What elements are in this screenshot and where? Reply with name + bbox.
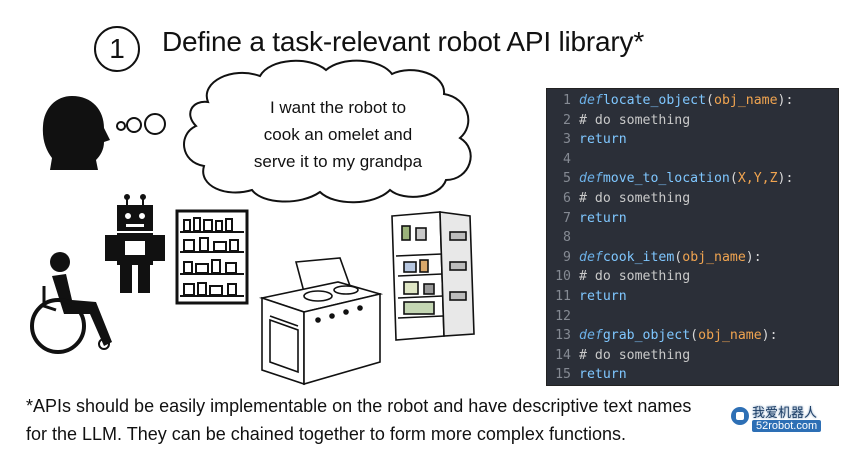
code-line: 2 # do something: [547, 111, 838, 131]
code-line: 7 return: [547, 209, 838, 229]
watermark-url: 52robot.com: [752, 420, 822, 432]
pantry-shelf-icon: [175, 209, 249, 305]
footnote-line: for the LLM. They can be chained togethe…: [26, 424, 626, 444]
function-params: X,Y,Z: [737, 171, 778, 187]
line-number: 8: [563, 230, 571, 246]
code-line: 3 return: [547, 130, 838, 150]
code-line: 4: [547, 150, 838, 170]
code-comment: # do something: [579, 190, 691, 206]
colon: :: [769, 328, 778, 344]
code-line: 14 # do something: [547, 346, 838, 366]
return-keyword: return: [579, 210, 627, 226]
return-keyword: return: [579, 367, 627, 383]
speech-line: I want the robot to: [269, 98, 407, 117]
keyword: def: [579, 328, 603, 344]
refrigerator-icon: [391, 211, 475, 341]
watermark-text: 我爱机器人: [752, 405, 818, 420]
slide-title: Define a task-relevant robot API library…: [162, 26, 645, 57]
stove-oven-icon: [258, 257, 384, 386]
code-comment: # do something: [579, 347, 691, 363]
wheelchair-user-icon: [30, 252, 112, 354]
colon: :: [753, 249, 762, 265]
line-number: 10: [555, 269, 571, 285]
code-line: 8: [547, 228, 838, 248]
speech-line: serve it to my grandpa: [253, 152, 423, 171]
line-number: 3: [563, 132, 571, 148]
line-number: 2: [563, 112, 571, 128]
return-keyword: return: [579, 132, 627, 148]
footnote-line: *APIs should be easily implementable on …: [26, 396, 692, 416]
code-line: 6 # do something: [547, 189, 838, 209]
person-head-icon: [42, 96, 110, 170]
code-line: 11 return: [547, 287, 838, 307]
code-line: 15 return: [547, 365, 838, 385]
footnote: *APIs should be easily implementable on …: [26, 392, 826, 448]
colon: :: [785, 171, 794, 187]
watermark: 我爱机器人 52robot.com: [722, 402, 840, 438]
keyword: def: [579, 249, 603, 265]
function-name: grab_object: [602, 328, 691, 344]
code-line: 10 # do something: [547, 267, 838, 287]
thought-cloud: [183, 59, 472, 204]
line-number: 6: [563, 190, 571, 206]
function-params: obj_name: [698, 328, 762, 344]
watermark-logo-icon: [731, 407, 749, 425]
keyword: def: [579, 93, 603, 108]
code-comment: # do something: [579, 112, 691, 128]
line-number: 9: [563, 249, 571, 265]
code-comment: # do something: [579, 269, 691, 285]
keyword: def: [579, 171, 603, 187]
line-number: 11: [555, 288, 571, 304]
function-name: move_to_location: [602, 171, 730, 187]
line-number: 4: [563, 151, 571, 167]
function-params: obj_name: [714, 93, 778, 108]
step-number-badge: 1: [94, 26, 140, 72]
return-keyword: return: [579, 288, 627, 304]
code-line: 12: [547, 307, 838, 327]
speech-line: cook an omelet and: [263, 125, 413, 144]
thought-dots: [116, 113, 166, 135]
robot-icon: [105, 194, 165, 293]
line-number: 1: [563, 93, 571, 108]
line-number: 7: [563, 210, 571, 226]
function-params: obj_name: [682, 249, 746, 265]
function-name: locate_object: [602, 93, 707, 108]
speech-bubble-text: I want the robot to cook an omelet and s…: [222, 94, 454, 175]
line-number: 15: [555, 367, 571, 383]
line-number: 5: [563, 171, 571, 187]
line-number: 12: [555, 308, 571, 324]
colon: :: [785, 93, 794, 108]
line-number: 14: [555, 347, 571, 363]
line-number: 13: [555, 328, 571, 344]
function-name: cook_item: [602, 249, 675, 265]
